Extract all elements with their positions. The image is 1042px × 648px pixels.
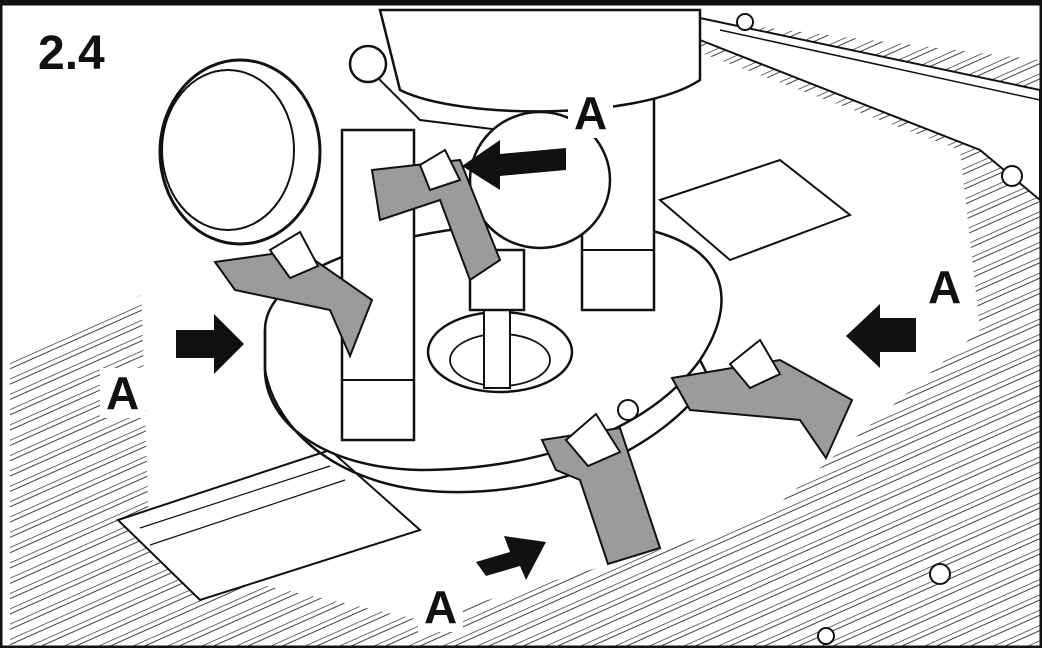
table-slot-top	[658, 158, 853, 262]
clamp-right	[670, 338, 854, 461]
table-slot-bottom	[116, 448, 422, 602]
clamp-top	[370, 148, 502, 282]
callout-a-top: A	[568, 88, 614, 138]
arrow-left	[176, 314, 244, 374]
router-bit	[483, 299, 511, 389]
figure-number: 2.4	[38, 27, 105, 80]
router-base-plate-edge	[263, 369, 712, 494]
arrow-bottom	[476, 536, 546, 580]
callout-a-right: A	[922, 262, 968, 312]
clamp-left	[213, 230, 374, 359]
router-handle	[468, 110, 612, 250]
callout-a-left: A	[100, 368, 146, 418]
callout-a-bottom: A	[418, 582, 464, 632]
rail-bolt	[1001, 165, 1023, 187]
arrow-top	[462, 140, 566, 190]
arrow-right	[846, 304, 916, 368]
clamp-bottom	[540, 412, 662, 566]
column-bolt	[348, 44, 388, 84]
router-motor-housing	[378, 8, 702, 113]
